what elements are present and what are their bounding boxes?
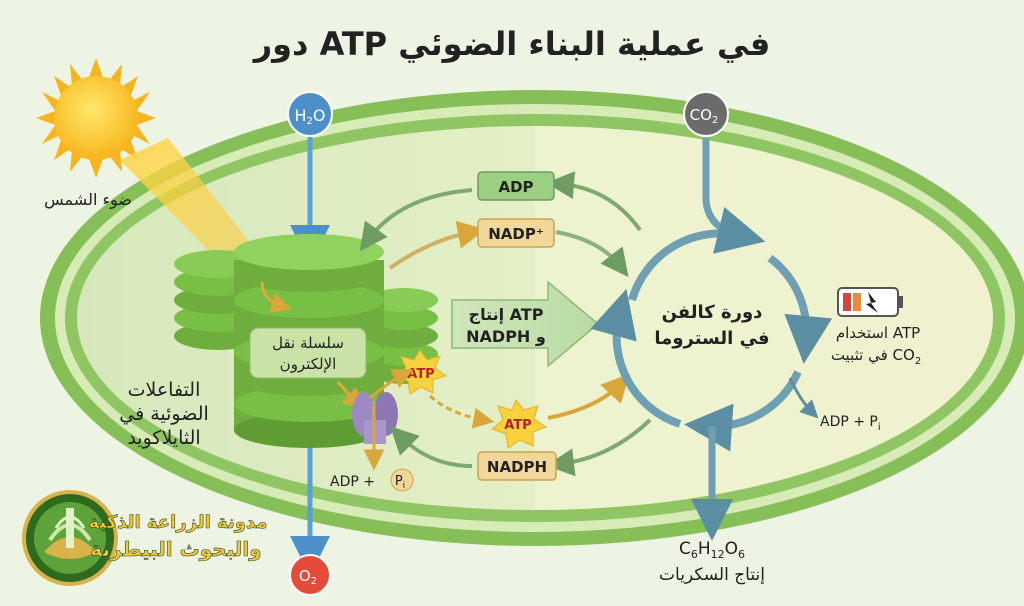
blog-logo [22, 490, 118, 586]
atp-to-calvin-arrow [547, 373, 630, 420]
atp-label-small: ATP [407, 367, 434, 382]
atp-transfer-arrow [428, 394, 495, 429]
usage-label-line2: في تثبيت CO2 [831, 346, 921, 367]
glucose-c-sub: 6 [691, 548, 698, 561]
h2o-tail: O [313, 106, 326, 125]
adp-pi-left-text: ADP + [330, 474, 375, 490]
co2-sub: 2 [712, 115, 718, 126]
svg-text:O2: O2 [299, 567, 317, 587]
nadph-box: NADPH [477, 451, 557, 481]
electron-flow-arrow-1 [260, 281, 293, 314]
page-title: دور ATP في عملية البناء الضوئي [252, 25, 771, 63]
h2o-sub: 2 [307, 116, 313, 127]
o2-sub: 2 [311, 576, 317, 587]
o2-molecule: O2 [289, 554, 331, 596]
atp-small-arrow [369, 369, 414, 400]
battery-icon [837, 287, 903, 317]
h2o-molecule: H2O [287, 91, 333, 137]
production-arrow [451, 280, 600, 368]
adp-box: ADP [477, 171, 555, 201]
nadp-plus-label: NADP⁺ [488, 225, 544, 243]
nadp-plus-box: NADP⁺ [477, 218, 555, 248]
calvin-label-line2: في الستروما [654, 328, 769, 349]
glucose-o-sub: 6 [738, 548, 745, 561]
sun-icon [36, 58, 156, 178]
svg-text:Pi: Pi [395, 474, 405, 491]
nadp-to-thylakoid-arrow [388, 220, 486, 270]
pi-left-sub: i [403, 481, 406, 491]
thylakoid-label-line2: الضوئية في [119, 403, 209, 425]
adp-pi-right: ADP + Pi [820, 414, 881, 433]
adp-pi-right-arrow [788, 377, 819, 419]
svg-text:H2O: H2O [295, 106, 326, 127]
h2o-main: H [295, 106, 307, 125]
glucose-h-sub: 12 [711, 548, 725, 561]
calvin-cycle-arrows [590, 207, 833, 452]
usage-label-prefix: في تثبيت CO [831, 346, 915, 365]
nadp-from-calvin-arrow [555, 230, 629, 278]
adp-box-label: ADP [498, 178, 533, 196]
nadph-box-label: NADPH [487, 458, 547, 476]
electron-chain-line1: سلسلة نقل [272, 334, 344, 352]
logo-text-line2: والبحوث البيطرية [90, 537, 261, 561]
pi-circle [390, 468, 414, 492]
o2-main: O [299, 567, 311, 585]
glucose-formula: C6H12O6 [679, 539, 745, 561]
pi-left: P [395, 474, 403, 489]
co2-molecule: CO2 [683, 91, 729, 137]
adp-return-arrow [359, 188, 473, 252]
production-label-line1: إنتاج ATP [469, 305, 544, 324]
atp-star-middle: ATP [490, 399, 548, 449]
adp-from-calvin-arrow [546, 171, 642, 232]
sun-label: ضوء الشمس [44, 190, 132, 210]
electron-chain-line2: الإلكترون [280, 355, 337, 373]
sunlight-beam [120, 138, 262, 270]
calvin-label-line1: دورة كالفن [662, 302, 763, 323]
usage-label-line1: استخدام ATP [836, 324, 920, 342]
adp-pi-left: ADP + [330, 474, 375, 490]
co2-main: CO [690, 106, 712, 124]
logo-text-line1: مدونة الزراعة الذكية [89, 512, 268, 533]
svg-text:CO2: CO2 [690, 106, 719, 126]
nadph-from-thylakoid-arrow [390, 426, 473, 468]
nadph-to-calvin-arrow [546, 418, 652, 477]
production-label-line2: NADPH و [466, 327, 546, 346]
electron-chain-box [249, 327, 367, 379]
adp-pi-right-text: ADP + P [820, 414, 878, 430]
adp-pi-right-sub: i [878, 422, 881, 433]
thylakoid-label-line3: الثايلاكويد [127, 427, 200, 449]
atp-label-middle: ATP [504, 418, 531, 433]
thylakoid-label-line1: التفاعلات [128, 379, 201, 401]
usage-label-sub: 2 [915, 356, 921, 367]
sugar-label: إنتاج السكريات [659, 565, 765, 585]
